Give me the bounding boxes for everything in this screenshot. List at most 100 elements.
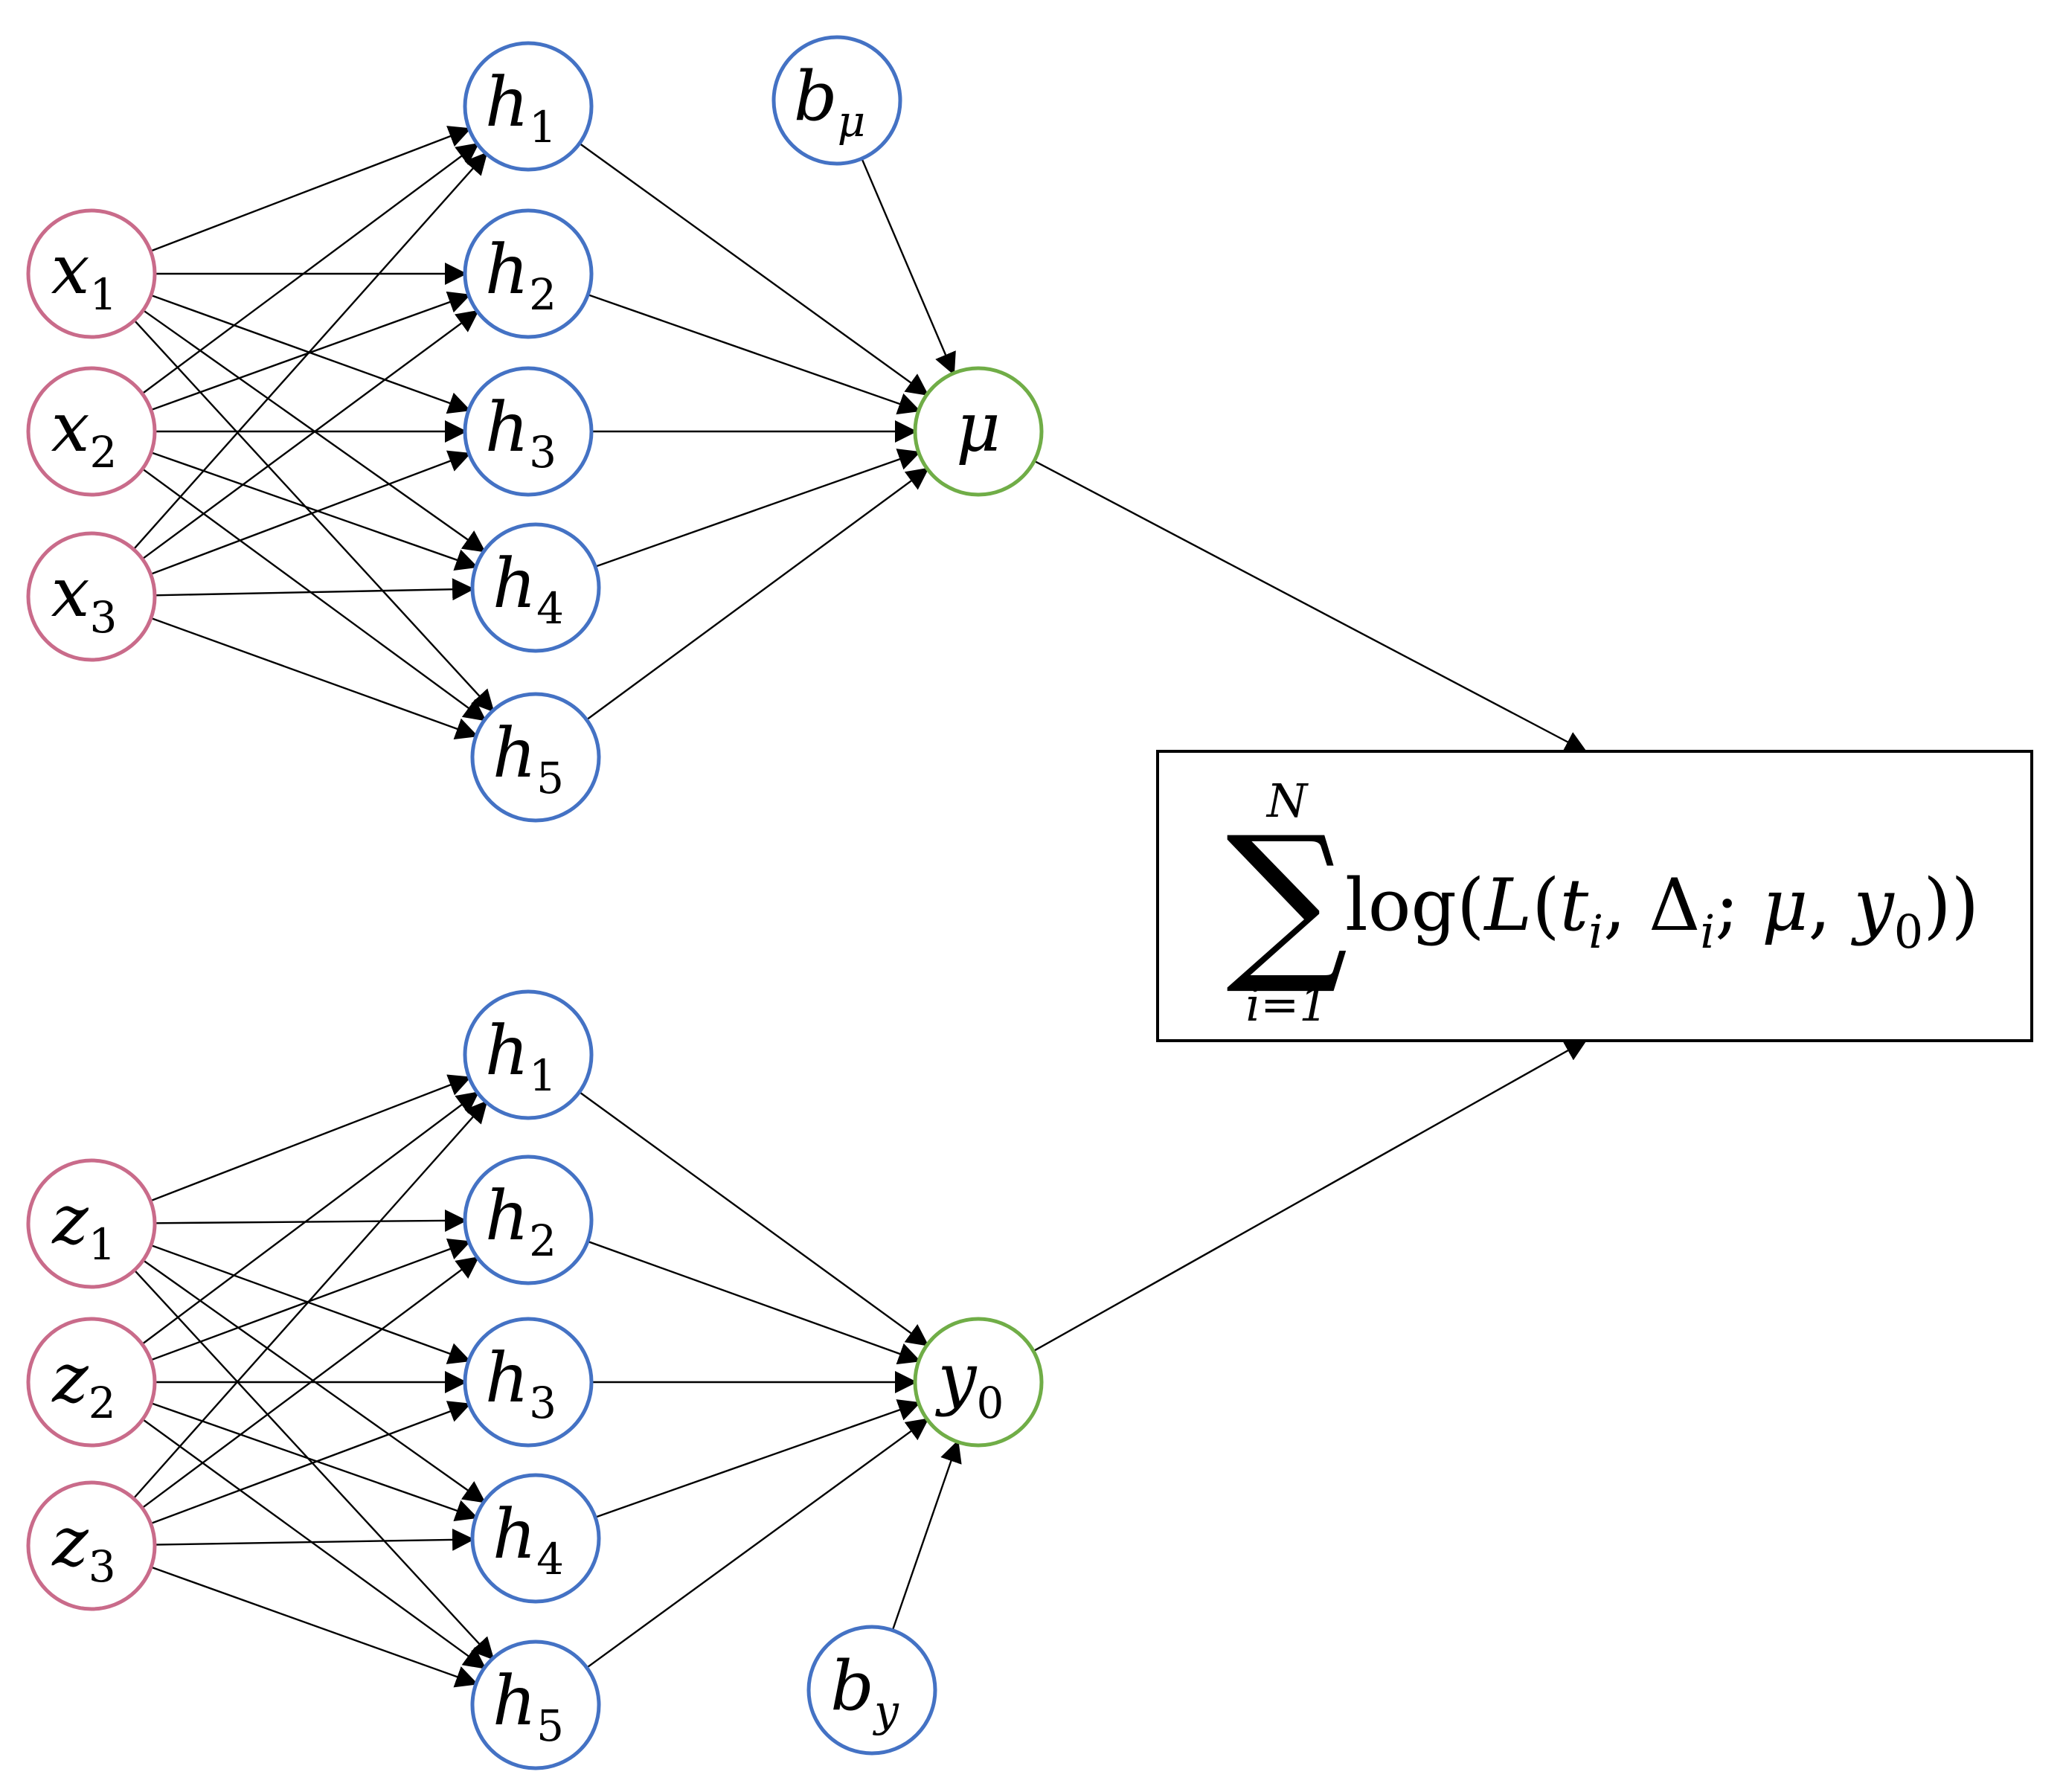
bottom-hidden-node-1: h1 — [463, 989, 594, 1120]
top-edge-input2-hidden4 — [150, 452, 478, 571]
expr-part-7: ; — [1715, 864, 1762, 947]
bottom-bias-node: by — [806, 1625, 937, 1756]
top-edge-input3-hidden4 — [154, 578, 475, 601]
bottom-output-node-circle — [913, 1317, 1044, 1448]
expr-part-8: μ — [1762, 864, 1808, 947]
bottom-hidden-node-3: h3 — [463, 1317, 594, 1448]
top-hidden-node-4-label: h4 — [493, 544, 564, 634]
bottom-input-node-1-label: z1 — [51, 1180, 115, 1270]
top-hidden-node-3-label: h3 — [485, 388, 556, 478]
top-hidden-node-5-label: h5 — [493, 713, 564, 803]
top-edge-input1-hidden1 — [150, 126, 472, 252]
top-hidden-node-3: h3 — [463, 366, 594, 497]
top-hidden-node-4: h4 — [470, 522, 601, 653]
bottom-hidden-node-3-circle — [463, 1317, 594, 1448]
top-input-node-3: x3 — [26, 531, 157, 662]
bottom-edge-input2-hidden4 — [150, 1402, 478, 1521]
log-likelihood-box: ∑ N i=1 log(L(ti, Δi; μ, y0)) — [1156, 750, 2033, 1042]
bottom-edge-input3-hidden2 — [141, 1256, 480, 1509]
bottom-edge-input3-hidden5 — [150, 1566, 478, 1688]
bottom-output-node-label: y0 — [935, 1338, 1004, 1428]
bottom-edge-input1-hidden5 — [133, 1269, 495, 1660]
top-input-node-1-circle — [26, 208, 157, 339]
top-input-node-2: x2 — [26, 366, 157, 497]
bottom-edge-input1-hidden3 — [150, 1244, 471, 1364]
top-edge-hidden4-output — [594, 449, 921, 568]
top-hidden-node-1-circle — [463, 41, 594, 172]
expr-part-10: y — [1851, 864, 1896, 947]
bottom-hidden-node-2-label: h2 — [485, 1176, 556, 1266]
bottom-hidden-node-1-circle — [463, 989, 594, 1120]
top-hidden-node-1: h1 — [463, 41, 594, 172]
bottom-edge-input3-hidden3 — [150, 1401, 472, 1525]
expr-part-6: i — [1700, 905, 1715, 959]
sum-upper-limit: N — [1265, 774, 1309, 828]
bottom-input-node-1-circle — [26, 1158, 157, 1289]
top-hidden-node-5: h5 — [470, 692, 601, 823]
expr-part-0: log( — [1345, 864, 1484, 947]
bottom-output-node: y0 — [913, 1317, 1044, 1448]
log-likelihood-expression: log(L(ti, Δi; μ, y0)) — [1345, 864, 1979, 959]
bottom-edge-input1-hidden1 — [150, 1074, 472, 1202]
bottom-edge-bias-output — [891, 1439, 962, 1631]
top-input-node-1-label: x1 — [51, 230, 118, 320]
expr-part-11: 0 — [1894, 905, 1923, 959]
top-bias-node: bμ — [771, 35, 902, 166]
expr-part-5: , Δ — [1603, 864, 1700, 947]
top-hidden-node-2-label: h2 — [485, 230, 556, 320]
bottom-edge-hidden4-output — [594, 1399, 921, 1518]
top-output-node: μ — [913, 366, 1044, 497]
top-input-node-3-circle — [26, 531, 157, 662]
bottom-input-node-2-label: z2 — [51, 1338, 115, 1428]
bottom-input-node-2-circle — [26, 1317, 157, 1448]
top-edge-input3-hidden2 — [141, 309, 480, 560]
top-edge-hidden1-output — [579, 142, 929, 396]
bottom-edge-input3-hidden4 — [154, 1528, 475, 1551]
bottom-input-node-3-label: z3 — [51, 1502, 115, 1592]
bottom-hidden-node-2-circle — [463, 1154, 594, 1285]
bottom-edge-input1-hidden2 — [154, 1209, 468, 1232]
top-input-node-3-label: x3 — [51, 553, 118, 643]
top-edge-input1-hidden5 — [133, 319, 495, 713]
bottom-hidden-node-4-circle — [470, 1473, 601, 1604]
top-output-node-label: μ — [956, 388, 1001, 467]
top-input-node-1: x1 — [26, 208, 157, 339]
expr-part-2: ( — [1532, 864, 1559, 947]
bottom-edge-hidden1-output — [579, 1091, 929, 1346]
bottom-input-node-3: z3 — [26, 1480, 157, 1611]
top-input-node-2-circle — [26, 366, 157, 497]
bottom-hidden-node-2: h2 — [463, 1154, 594, 1285]
top-hidden-node-1-label: h1 — [485, 62, 556, 152]
bottom-input-node-1: z1 — [26, 1158, 157, 1289]
bottom-bias-node-label: by — [830, 1646, 899, 1736]
top-edge-input2-hidden1 — [141, 142, 480, 395]
expr-part-4: i — [1588, 905, 1603, 959]
top-edge-input3-hidden3 — [150, 450, 472, 576]
top-edge-hidden5-output — [585, 467, 929, 721]
expr-part-1: L — [1483, 864, 1532, 947]
top-hidden-node-2: h2 — [463, 208, 594, 339]
bottom-hidden-node-5: h5 — [470, 1640, 601, 1770]
bottom-bias-node-circle — [806, 1625, 937, 1756]
bottom-edge-hidden5-output — [585, 1418, 929, 1669]
top-edge-bias-output — [861, 158, 956, 376]
bottom-hidden-node-1-label: h1 — [485, 1011, 556, 1101]
top-output-node-circle — [913, 366, 1044, 497]
bottom-hidden-node-4: h4 — [470, 1473, 601, 1604]
top-hidden-node-3-circle — [463, 366, 594, 497]
edge-layer — [132, 126, 1588, 1688]
top-bias-node-label: bμ — [794, 57, 866, 147]
bottom-edge-input2-hidden5 — [142, 1419, 487, 1669]
expr-part-3: t — [1560, 864, 1589, 947]
expr-part-9: , — [1808, 864, 1853, 947]
top-hidden-node-4-circle — [470, 522, 601, 653]
top-hidden-node-5-circle — [470, 692, 601, 823]
top-edge-input3-hidden5 — [150, 617, 478, 739]
top-bias-node-circle — [771, 35, 902, 166]
node-layer: x1 x2 x3 h1 h2 h3 h4 h5 bμ μ z1 z2 z3 h1 h2 h3 h4 h5 by y0 — [26, 35, 1044, 1770]
bottom-edge-input2-hidden1 — [141, 1091, 480, 1345]
bottom-input-node-3-circle — [26, 1480, 157, 1611]
sum-lower-limit: i=1 — [1245, 977, 1328, 1032]
top-edge-input3-hidden1 — [132, 152, 488, 550]
